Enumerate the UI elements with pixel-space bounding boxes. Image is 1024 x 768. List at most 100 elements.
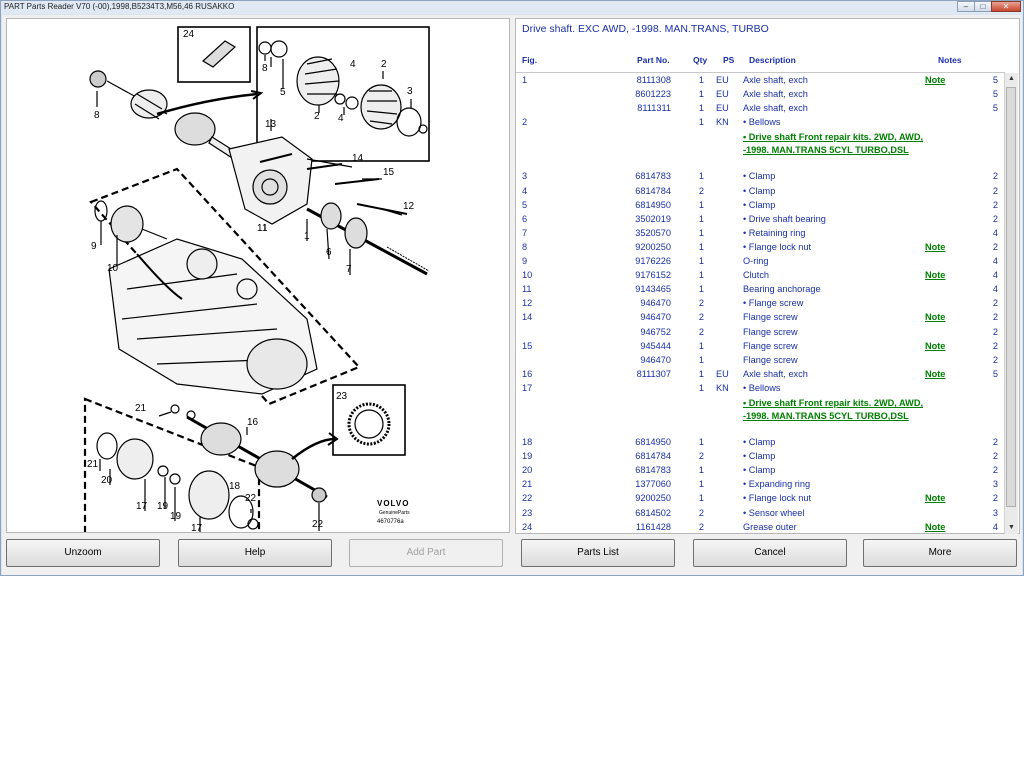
cell-note[interactable]: Note [925, 241, 946, 252]
cell-desc: Grease outer [743, 521, 797, 532]
parts-list-panel: Drive shaft. EXC AWD, -1998. MAN.TRANS, … [515, 18, 1020, 534]
col-part-no[interactable]: Part No. [637, 55, 670, 65]
more-button[interactable]: More [863, 539, 1017, 567]
cell-note[interactable]: Note [925, 270, 946, 281]
cell-qty: 1 [698, 75, 704, 85]
cell-note[interactable]: Note [925, 312, 946, 323]
parts-list-button[interactable]: Parts List [521, 539, 675, 567]
add-part-button[interactable]: Add Part [349, 539, 503, 567]
cell-qty: 1 [698, 382, 704, 393]
close-icon[interactable]: ✕ [991, 1, 1021, 12]
cell-fig: 9 [522, 256, 528, 266]
cell-qty: 1 [698, 89, 704, 100]
col-fig[interactable]: Fig. [522, 55, 538, 65]
callout-8b: 8 [94, 110, 100, 121]
unzoom-button[interactable]: Unzoom [6, 539, 160, 567]
cell-fig: 4 [522, 185, 528, 196]
col-qty[interactable]: Qty [693, 55, 708, 65]
callout-19b: 19 [170, 511, 182, 522]
cell-note[interactable]: Note [925, 521, 946, 532]
cell-note[interactable]: Note [925, 368, 946, 379]
cell-num: 2 [992, 465, 998, 476]
maximize-icon[interactable]: □ [974, 1, 992, 12]
cell-part: 1161428 [635, 521, 671, 532]
callout-13: 13 [265, 119, 277, 130]
callout-23: 23 [336, 391, 348, 402]
cell-qty: 2 [698, 312, 704, 323]
cell-desc: Flange screw [743, 326, 798, 337]
col-description[interactable]: Description [749, 55, 796, 65]
col-ps[interactable]: PS [723, 55, 735, 65]
cell-fig: 20 [522, 465, 533, 476]
cell-qty: 2 [698, 451, 704, 462]
cell-num: 2 [992, 298, 998, 309]
cell-fig: 18 [522, 437, 533, 447]
cell-ps: EU [716, 89, 729, 100]
cell-part: 8111308 [636, 75, 671, 85]
repair-kit-link[interactable]: • Drive shaft Front repair kits. 2WD, AW… [743, 398, 924, 421]
repair-kit-row[interactable]: • Drive shaft Front repair kits. 2WD, AW… [516, 397, 1005, 436]
cell-desc: Axle shaft, exch [743, 368, 808, 379]
cell-desc: O-ring [743, 256, 769, 266]
repair-kit-row[interactable]: • Drive shaft Front repair kits. 2WD, AW… [516, 131, 1005, 170]
cell-note[interactable]: Note [925, 493, 946, 504]
cell-part: 945444 [640, 340, 671, 351]
callout-10: 10 [107, 263, 119, 274]
cell-desc: Flange screw [743, 340, 798, 351]
cell-qty: 2 [698, 507, 704, 518]
diagram-svg: 24 8 5 2 4 4 2 3 8 13 14 15 12 9 10 11 1 [83, 26, 430, 532]
scroll-up-icon[interactable]: ▲ [1008, 75, 1015, 82]
cell-note[interactable]: Note [925, 340, 946, 351]
exploded-diagram[interactable]: 24 8 5 2 4 4 2 3 8 13 14 15 12 9 10 11 1 [6, 18, 510, 533]
cell-num: 5 [992, 89, 998, 100]
cell-part: 6814784 [635, 451, 671, 462]
cell-qty: 1 [698, 103, 704, 114]
cancel-button[interactable]: Cancel [693, 539, 847, 567]
cell-fig: 19 [522, 451, 533, 462]
cell-desc: Bearing anchorage [743, 284, 821, 295]
scroll-down-icon[interactable]: ▼ [1008, 524, 1015, 531]
cell-note[interactable]: Note [925, 75, 946, 85]
cell-fig: 21 [522, 479, 533, 490]
app-window: PART Parts Reader V70 (-00),1998,B5234T3… [0, 0, 1024, 576]
col-notes[interactable]: Notes [938, 55, 962, 65]
cell-ps: KN [716, 382, 729, 393]
repair-kit-link[interactable]: • Drive shaft Front repair kits. 2WD, AW… [743, 132, 924, 156]
cell-desc: Flange screw [743, 354, 798, 365]
minimize-icon[interactable]: – [957, 1, 975, 12]
list-scrollbar[interactable]: ▲ ▼ [1004, 73, 1018, 534]
help-button[interactable]: Help [178, 539, 332, 567]
cell-part: 9200250 [635, 241, 671, 252]
cell-part: 9200250 [635, 493, 671, 504]
scroll-thumb[interactable] [1006, 87, 1016, 507]
window-controls: – □ ✕ [957, 1, 1021, 12]
callout-6: 6 [326, 247, 332, 258]
